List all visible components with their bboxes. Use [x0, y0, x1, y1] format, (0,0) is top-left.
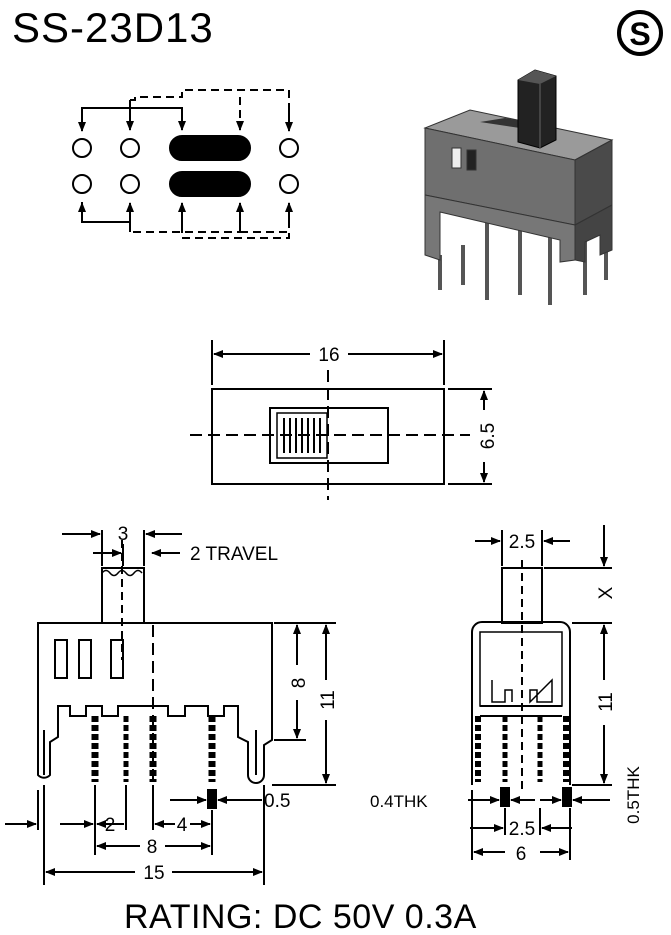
- overall-width-label: 15: [143, 863, 164, 884]
- travel-label: 2 TRAVEL: [190, 544, 278, 565]
- schematic-diagram: [72, 89, 299, 239]
- front-view-drawing: [5, 530, 336, 885]
- top-view-width-label: 16: [318, 345, 339, 366]
- side-view-drawing: [468, 525, 612, 860]
- logo-letter: S: [629, 16, 650, 52]
- side-actuator-width-label: 2.5: [509, 532, 535, 553]
- total-height-label: 11: [318, 690, 339, 710]
- thk-04-label: 0.4THK: [370, 792, 428, 811]
- pitch-2-label: 2: [105, 815, 116, 836]
- side-pin-pitch-label: 2.5: [509, 819, 535, 840]
- actuator-width-label: 3: [118, 524, 129, 545]
- top-view-height-label: 6.5: [478, 423, 499, 449]
- part-number-title: SS-23D13: [12, 4, 214, 51]
- pitch-4-label: 4: [177, 815, 188, 836]
- actuator-height-label: X: [596, 586, 617, 599]
- pitch-8-label: 8: [147, 837, 158, 858]
- top-view-drawing: [190, 340, 492, 500]
- pin-thickness-label: 0.5: [264, 791, 290, 812]
- switch-3d-illustration: [423, 69, 614, 305]
- rating-text: RATING: DC 50V 0.3A: [124, 898, 477, 935]
- side-height-label: 11: [596, 692, 617, 712]
- thk-05-label: 0.5THK: [624, 766, 643, 824]
- brand-logo: S: [617, 10, 663, 56]
- side-width-label: 6: [516, 844, 527, 865]
- body-height-label: 8: [289, 678, 310, 689]
